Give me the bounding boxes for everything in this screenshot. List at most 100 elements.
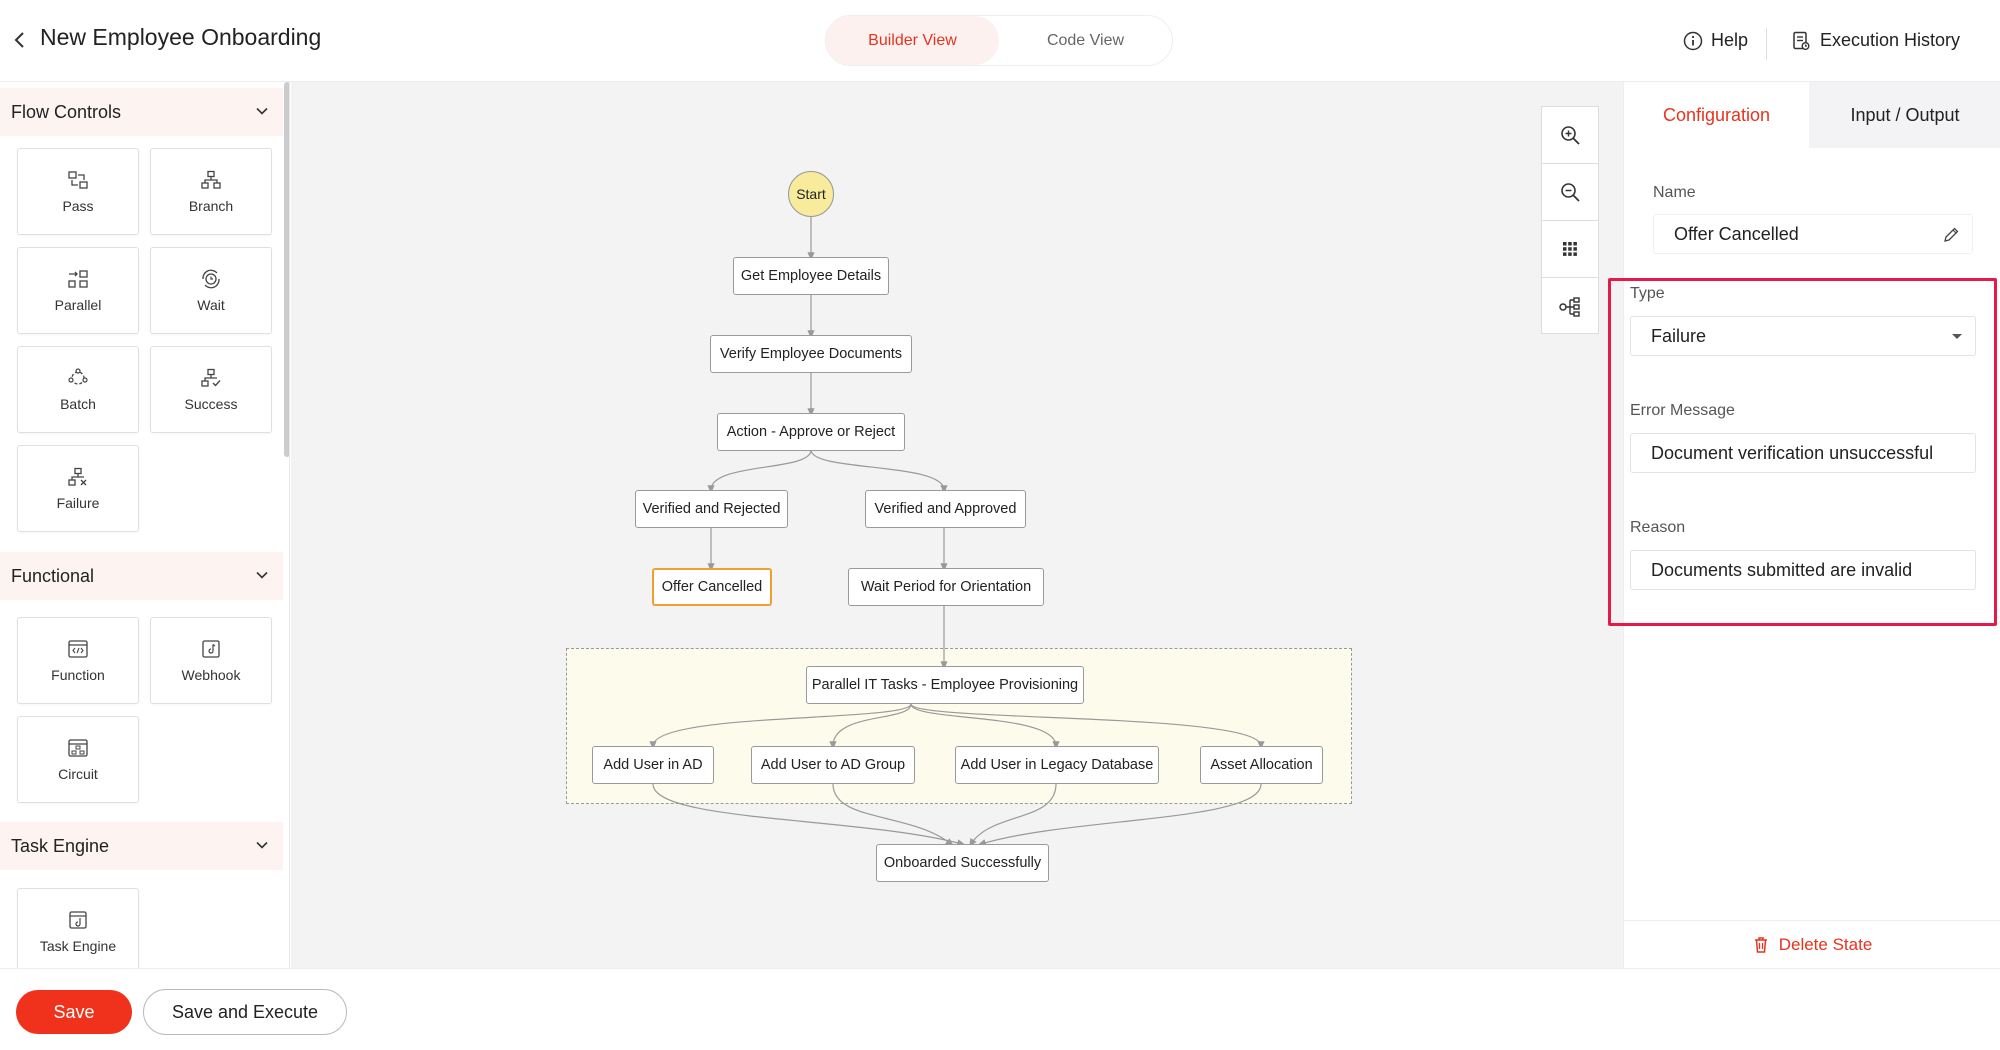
tile-label: Task Engine <box>39 937 117 954</box>
tile-function[interactable]: Function <box>17 617 139 704</box>
error-message-input[interactable]: Document verification unsuccessful <box>1630 433 1976 473</box>
tile-failure[interactable]: Failure <box>17 445 139 532</box>
node-verified-rejected[interactable]: Verified and Rejected <box>635 490 788 528</box>
trash-icon <box>1754 936 1767 953</box>
reason-label: Reason <box>1630 519 1686 536</box>
webhook-icon <box>202 639 220 658</box>
batch-icon <box>68 367 88 385</box>
tile-label: Failure <box>56 494 100 511</box>
section-title: Flow Controls <box>11 101 122 122</box>
tab-configuration[interactable]: Configuration <box>1624 82 1809 148</box>
error-message-label: Error Message <box>1630 402 1735 419</box>
node-wait-period-orientation[interactable]: Wait Period for Orientation <box>848 568 1044 606</box>
app-header: New Employee Onboarding Builder View Cod… <box>0 0 2000 82</box>
tile-label: Branch <box>188 197 234 214</box>
chevron-down-icon <box>256 571 268 579</box>
type-select[interactable]: Failure <box>1630 316 1976 356</box>
execution-history-button[interactable]: Execution History <box>1792 30 1960 51</box>
section-title: Functional <box>11 565 95 586</box>
tile-label: Parallel <box>54 296 102 313</box>
builder-view-button[interactable]: Builder View <box>826 16 999 65</box>
view-toggle: Builder View Code View <box>825 15 1173 66</box>
save-button[interactable]: Save <box>16 990 132 1034</box>
section-task-engine[interactable]: Task Engine <box>0 822 283 870</box>
tile-branch[interactable]: Branch <box>150 148 272 235</box>
node-asset-allocation[interactable]: Asset Allocation <box>1200 746 1323 784</box>
start-node[interactable]: Start <box>788 171 834 217</box>
delete-state-label: Delete State <box>1778 934 1873 954</box>
tile-webhook[interactable]: Webhook <box>150 617 272 704</box>
error-message-value: Document verification unsuccessful <box>1651 442 1934 463</box>
success-icon <box>201 368 221 387</box>
tile-parallel[interactable]: Parallel <box>17 247 139 334</box>
tile-label: Success <box>184 395 238 412</box>
tile-task-engine[interactable]: Task Engine <box>17 888 139 968</box>
page-title: New Employee Onboarding <box>40 24 322 50</box>
delete-state-button[interactable]: Delete State <box>1624 920 2000 968</box>
zoom-out-button[interactable] <box>1542 164 1598 221</box>
state-config-panel: Configuration Input / Output Name Offer … <box>1623 82 2000 968</box>
tile-success[interactable]: Success <box>150 346 272 433</box>
reason-value: Documents submitted are invalid <box>1651 559 1913 580</box>
footer-bar: Save Save and Execute <box>0 968 2000 1050</box>
section-flow-controls[interactable]: Flow Controls <box>0 88 283 136</box>
section-functional[interactable]: Functional <box>0 552 283 600</box>
wait-clock-icon <box>202 269 220 288</box>
header-divider <box>1766 28 1767 60</box>
task-engine-icon <box>69 910 87 929</box>
failure-icon <box>68 467 87 486</box>
name-value: Offer Cancelled <box>1674 223 1799 244</box>
tile-circuit[interactable]: Circuit <box>17 716 139 803</box>
type-label: Type <box>1630 285 1665 302</box>
tile-label: Function <box>51 666 105 683</box>
tile-label: Pass <box>62 197 94 214</box>
component-sidebar: Flow Controls Pass Branch Parallel <box>0 82 290 968</box>
sidebar-scrollbar[interactable] <box>284 82 289 457</box>
section-title: Task Engine <box>11 835 110 856</box>
grid-icon <box>1563 242 1577 256</box>
history-document-icon <box>1793 31 1810 50</box>
type-value: Failure <box>1651 325 1707 346</box>
node-action-approve-reject[interactable]: Action - Approve or Reject <box>717 413 905 451</box>
flow-canvas[interactable]: Start Get Employee Details Verify Employ… <box>291 82 1623 968</box>
node-parallel-it-tasks[interactable]: Parallel IT Tasks - Employee Provisionin… <box>806 666 1084 704</box>
node-onboarded-successfully[interactable]: Onboarded Successfully <box>876 844 1049 882</box>
tile-label: Wait <box>197 296 225 313</box>
tile-pass[interactable]: Pass <box>17 148 139 235</box>
name-field[interactable]: Offer Cancelled <box>1653 214 1973 254</box>
edit-pencil-icon[interactable] <box>1942 226 1960 244</box>
tile-batch[interactable]: Batch <box>17 346 139 433</box>
node-offer-cancelled[interactable]: Offer Cancelled <box>652 568 772 606</box>
back-arrow-icon[interactable] <box>10 28 30 52</box>
canvas-tools <box>1541 106 1599 334</box>
branch-icon <box>201 170 221 189</box>
zoom-in-button[interactable] <box>1542 107 1598 164</box>
function-code-icon <box>68 639 88 658</box>
circuit-icon <box>68 738 88 757</box>
tab-input-output[interactable]: Input / Output <box>1809 82 2000 148</box>
name-label: Name <box>1653 184 1696 201</box>
save-and-execute-button[interactable]: Save and Execute <box>143 989 347 1035</box>
tile-wait[interactable]: Wait <box>150 247 272 334</box>
node-add-user-legacy-db[interactable]: Add User in Legacy Database <box>955 746 1159 784</box>
flow-connectors <box>649 217 1265 848</box>
tile-label: Batch <box>60 395 96 412</box>
node-verified-approved[interactable]: Verified and Approved <box>865 490 1026 528</box>
layout-button[interactable] <box>1542 278 1598 335</box>
dropdown-caret-icon <box>1952 334 1962 339</box>
code-view-button[interactable]: Code View <box>1046 31 1125 49</box>
node-add-user-ad[interactable]: Add User in AD <box>592 746 714 784</box>
help-label: Help <box>1711 30 1749 50</box>
tile-label: Circuit <box>58 765 98 782</box>
node-verify-employee-documents[interactable]: Verify Employee Documents <box>710 335 912 373</box>
parallel-icon <box>68 269 88 288</box>
node-add-user-ad-group[interactable]: Add User to AD Group <box>751 746 915 784</box>
panel-tabs: Configuration Input / Output <box>1624 82 2000 148</box>
info-icon <box>1683 31 1703 50</box>
reason-input[interactable]: Documents submitted are invalid <box>1630 550 1976 590</box>
zoom-in-icon <box>1561 126 1580 145</box>
node-get-employee-details[interactable]: Get Employee Details <box>733 257 889 295</box>
chevron-down-icon <box>256 107 268 115</box>
fit-grid-button[interactable] <box>1542 221 1598 278</box>
help-button[interactable]: Help <box>1683 30 1748 51</box>
